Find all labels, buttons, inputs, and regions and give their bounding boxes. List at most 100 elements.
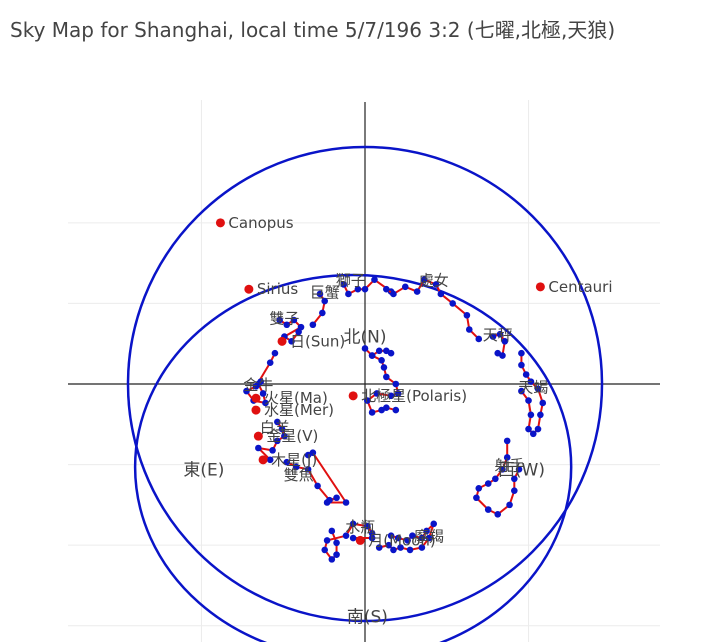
star-point (525, 397, 532, 404)
star-point (342, 499, 350, 506)
star-point (413, 288, 421, 295)
star-point (323, 499, 331, 506)
star-point (494, 511, 502, 518)
star-point (383, 373, 390, 381)
star-point (323, 537, 331, 544)
horizon-circle (126, 145, 604, 623)
constellation-label: 天秤 (483, 326, 513, 344)
star-point (515, 466, 523, 473)
star-point (518, 361, 525, 369)
star-point (278, 425, 286, 433)
star-point (288, 338, 295, 345)
star-point (406, 546, 414, 554)
star-point (387, 349, 395, 357)
named-star-point (244, 284, 254, 294)
star-point (475, 335, 483, 343)
star-point (394, 390, 402, 397)
solar-body-point (251, 393, 261, 403)
star-point (328, 556, 336, 563)
named-star-label: Centauri (548, 278, 612, 296)
star-point (375, 347, 383, 355)
constellation-label: 獅子 (336, 272, 366, 290)
named-star-label: Sirius (257, 280, 299, 298)
star-point (534, 385, 542, 393)
star-point (333, 494, 340, 502)
star-point (243, 387, 250, 395)
star-point (496, 330, 504, 338)
star-point (292, 463, 300, 471)
star-point (423, 527, 430, 535)
star-point (304, 451, 312, 459)
star-point (281, 432, 288, 440)
star-point (269, 447, 276, 454)
star-point (418, 544, 426, 551)
star-point (537, 411, 544, 419)
solar-body-label: 木星(J) (271, 451, 317, 469)
star-point (420, 276, 428, 284)
star-point (383, 285, 390, 293)
axes (68, 102, 660, 642)
star-point (473, 494, 480, 502)
star-point (529, 430, 537, 438)
star-point (383, 404, 390, 412)
star-point (364, 522, 371, 530)
star-point (368, 352, 376, 359)
star-point (262, 399, 269, 407)
star-point (418, 534, 426, 542)
star-point (368, 530, 376, 537)
constellation-label: 處女 (419, 272, 449, 290)
star-point (345, 290, 352, 298)
star-point (392, 406, 400, 414)
constellation-label: 金牛 (243, 376, 273, 394)
solar-body-point (253, 431, 263, 441)
star-point (430, 520, 438, 528)
star-point (425, 534, 433, 542)
star-point (266, 359, 274, 366)
solar-body-label: 金星(V) (266, 427, 318, 445)
star-point (314, 482, 321, 490)
star-point (309, 321, 317, 329)
star-point (501, 338, 509, 345)
star-point (342, 532, 350, 539)
ecliptic-ellipse (133, 273, 573, 642)
star-point (511, 487, 518, 494)
star-point (321, 297, 329, 305)
star-point (274, 437, 281, 445)
solar-body-label: 月(Moon) (368, 531, 436, 549)
solar-body-point (258, 455, 268, 465)
named-star-point (348, 391, 358, 401)
star-point (328, 527, 336, 535)
star-point (489, 333, 497, 340)
horizon-circle (126, 145, 604, 623)
star-point (506, 501, 513, 509)
star-point (274, 418, 281, 426)
star-point (503, 454, 511, 461)
star-point (295, 328, 302, 336)
star-point (259, 390, 267, 397)
constellation-label: 雙魚 (284, 466, 314, 484)
star-point (525, 425, 532, 433)
named-star-label: 北極星(Polaris) (361, 387, 467, 405)
star-point (518, 387, 525, 395)
star-point (449, 300, 456, 307)
solar-body-label: 日(Sun) (290, 332, 345, 350)
star-point (304, 466, 312, 473)
star-point (361, 285, 369, 293)
constellation-label: 巨蟹 (310, 284, 340, 302)
star-point (290, 316, 298, 324)
star-point (404, 537, 411, 544)
star-point (437, 290, 445, 298)
star-point (283, 458, 291, 466)
constellation-label: 摩羯 (414, 528, 444, 546)
star-point (333, 539, 340, 547)
star-point (527, 378, 535, 385)
star-point (409, 532, 416, 539)
star-point (354, 285, 362, 293)
star-point (392, 380, 400, 388)
solar-body-point (251, 405, 261, 415)
solar-body-label: 水星(Mer) (264, 401, 334, 419)
star-point (340, 281, 347, 288)
chart-title: Sky Map for Shanghai, local time 5/7/196… (10, 18, 616, 42)
star-point (385, 541, 393, 549)
